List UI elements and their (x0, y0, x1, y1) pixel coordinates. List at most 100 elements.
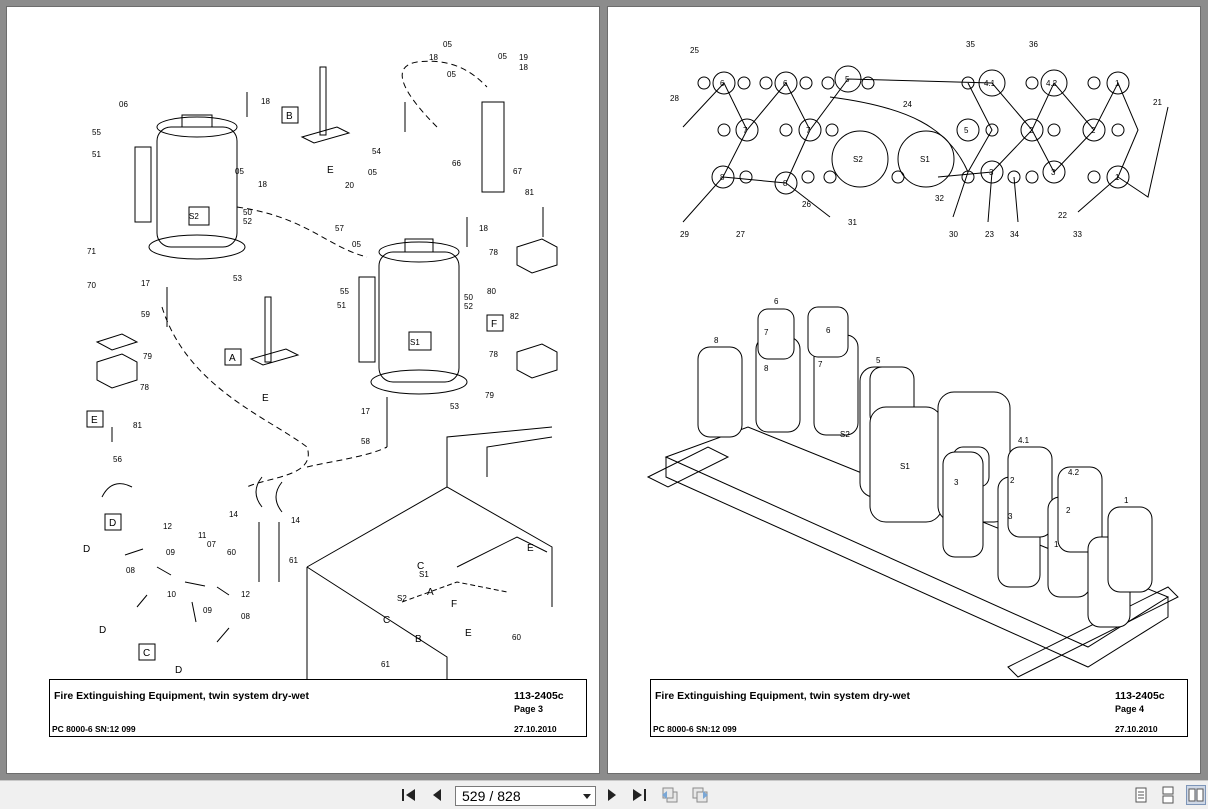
svg-text:E: E (527, 543, 534, 554)
chevron-down-icon[interactable] (582, 790, 592, 802)
exploded-parts-drawing: 06 55 51 S2 50 52 53 71 70 17 59 79 78 8… (83, 40, 558, 679)
next-page-button[interactable] (602, 785, 622, 805)
svg-text:1: 1 (1054, 540, 1059, 549)
page-number-selector[interactable]: 529 / 828 (455, 786, 596, 806)
continuous-view-button[interactable] (1158, 785, 1178, 805)
svg-text:2: 2 (1066, 506, 1071, 515)
svg-text:2: 2 (1091, 126, 1096, 135)
svg-text:12: 12 (163, 522, 172, 531)
single-page-view-button[interactable] (1131, 785, 1151, 805)
svg-text:67: 67 (513, 167, 522, 176)
svg-text:25: 25 (690, 46, 699, 55)
svg-text:C: C (143, 648, 150, 659)
svg-text:71: 71 (87, 247, 96, 256)
svg-text:F: F (451, 599, 457, 610)
svg-text:07: 07 (207, 540, 216, 549)
svg-text:53: 53 (450, 402, 459, 411)
svg-text:6: 6 (774, 297, 779, 306)
svg-text:S1: S1 (920, 155, 930, 164)
svg-text:S2: S2 (840, 430, 850, 439)
svg-text:66: 66 (452, 159, 461, 168)
svg-text:1: 1 (1115, 173, 1120, 182)
svg-text:08: 08 (126, 566, 135, 575)
svg-text:23: 23 (985, 230, 994, 239)
current-page-number[interactable]: 529 (462, 788, 486, 804)
page-3: 06 55 51 S2 50 52 53 71 70 17 59 79 78 8… (6, 6, 600, 774)
svg-text:52: 52 (464, 302, 473, 311)
svg-text:55: 55 (92, 128, 101, 137)
previous-page-button[interactable] (427, 785, 447, 805)
svg-text:53: 53 (233, 274, 242, 283)
svg-text:30: 30 (949, 230, 958, 239)
svg-text:6: 6 (826, 326, 831, 335)
svg-text:24: 24 (903, 100, 912, 109)
document-viewer[interactable]: 06 55 51 S2 50 52 53 71 70 17 59 79 78 8… (0, 0, 1208, 780)
svg-text:50: 50 (464, 293, 473, 302)
svg-text:18: 18 (519, 63, 528, 72)
svg-text:56: 56 (113, 455, 122, 464)
two-page-view-button[interactable] (1186, 785, 1206, 805)
navigation-toolbar: 529 / 828 (0, 780, 1208, 809)
svg-text:E: E (465, 628, 472, 639)
svg-text:09: 09 (203, 606, 212, 615)
svg-text:6: 6 (720, 79, 725, 88)
svg-text:5: 5 (876, 356, 881, 365)
svg-text:4.1: 4.1 (1018, 436, 1030, 445)
svg-text:S1: S1 (900, 462, 910, 471)
svg-text:06: 06 (119, 100, 128, 109)
first-page-icon (402, 789, 415, 801)
svg-text:18: 18 (429, 53, 438, 62)
svg-text:81: 81 (133, 421, 142, 430)
svg-text:59: 59 (141, 310, 150, 319)
svg-text:S2: S2 (853, 155, 863, 164)
svg-text:27: 27 (736, 230, 745, 239)
svg-text:60: 60 (227, 548, 236, 557)
svg-text:05: 05 (447, 70, 456, 79)
document-number: 113-2405c (1115, 690, 1165, 702)
last-page-button[interactable] (629, 785, 649, 805)
svg-text:4.2: 4.2 (1046, 79, 1058, 88)
svg-text:7: 7 (806, 126, 811, 135)
svg-text:B: B (415, 634, 422, 645)
svg-text:6: 6 (783, 79, 788, 88)
svg-text:55: 55 (340, 287, 349, 296)
svg-text:C: C (417, 561, 424, 572)
svg-text:3: 3 (1051, 168, 1056, 177)
svg-text:51: 51 (92, 150, 101, 159)
svg-text:57: 57 (335, 224, 344, 233)
svg-text:79: 79 (485, 391, 494, 400)
svg-text:5: 5 (845, 75, 850, 84)
svg-text:D: D (99, 625, 106, 636)
svg-text:3: 3 (989, 168, 994, 177)
svg-text:10: 10 (167, 590, 176, 599)
svg-text:21: 21 (1153, 98, 1162, 107)
drawing-title: Fire Extinguishing Equipment, twin syste… (655, 690, 910, 702)
svg-text:4.1: 4.1 (984, 79, 996, 88)
svg-text:54: 54 (372, 147, 381, 156)
svg-text:05: 05 (352, 240, 361, 249)
total-pages: 828 (497, 788, 521, 804)
svg-text:82: 82 (510, 312, 519, 321)
svg-text:B: B (286, 111, 293, 122)
go-back-button[interactable] (660, 785, 680, 805)
go-forward-icon (692, 787, 708, 803)
svg-text:18: 18 (258, 180, 267, 189)
svg-text:81: 81 (525, 188, 534, 197)
drawing-title: Fire Extinguishing Equipment, twin syste… (54, 690, 309, 702)
svg-text:80: 80 (487, 287, 496, 296)
svg-text:52: 52 (243, 217, 252, 226)
svg-text:S2: S2 (397, 594, 407, 603)
svg-text:28: 28 (670, 94, 679, 103)
go-forward-button[interactable] (690, 785, 710, 805)
svg-text:7: 7 (743, 126, 748, 135)
first-page-button[interactable] (399, 785, 419, 805)
svg-text:61: 61 (381, 660, 390, 669)
svg-text:17: 17 (361, 407, 370, 416)
previous-page-icon (433, 789, 441, 801)
svg-text:18: 18 (261, 97, 270, 106)
svg-text:E: E (262, 393, 269, 404)
svg-text:78: 78 (489, 350, 498, 359)
svg-text:05: 05 (368, 168, 377, 177)
svg-text:05: 05 (498, 52, 507, 61)
svg-text:32: 32 (935, 194, 944, 203)
